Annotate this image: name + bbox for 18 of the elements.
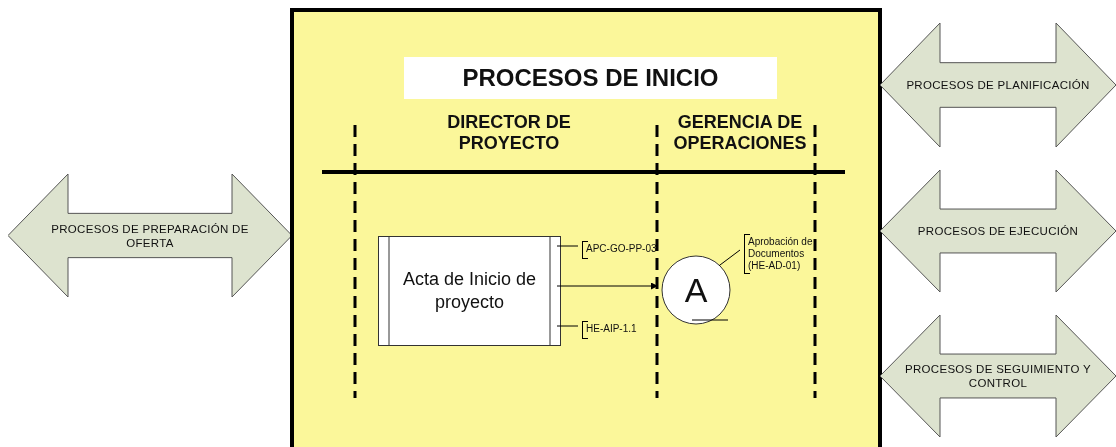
lane-header: GERENCIA DE OPERACIONES — [672, 112, 808, 154]
lane-header: DIRECTOR DE PROYECTO — [446, 112, 572, 154]
process-name: PROCESOS DE EJECUCIÓN — [917, 224, 1079, 238]
connector-letter: A — [684, 272, 708, 308]
title-banner: PROCESOS DE INICIO — [404, 57, 777, 99]
process-label: Acta de Inicio de proyecto — [401, 268, 538, 314]
process-name: PROCESOS DE PREPARACIÓN DE OFERTA — [50, 221, 250, 250]
annotation-text: Aprobación de Documentos (HE-AD-01) — [744, 234, 816, 274]
leader-line — [556, 245, 579, 247]
arrow — [556, 282, 659, 290]
leader-line — [556, 325, 579, 327]
swimlane-frame — [290, 8, 882, 447]
process-box — [378, 236, 561, 346]
process-name: PROCESOS DE PLANIFICACIÓN — [906, 78, 1090, 92]
process-name: PROCESOS DE SEGUIMIENTO Y CONTROL — [904, 362, 1092, 390]
leader-line — [718, 249, 741, 267]
annotation-text: APC-GO-PP-03 — [582, 241, 660, 259]
annotation-text: HE-AIP-1.1 — [582, 321, 650, 339]
